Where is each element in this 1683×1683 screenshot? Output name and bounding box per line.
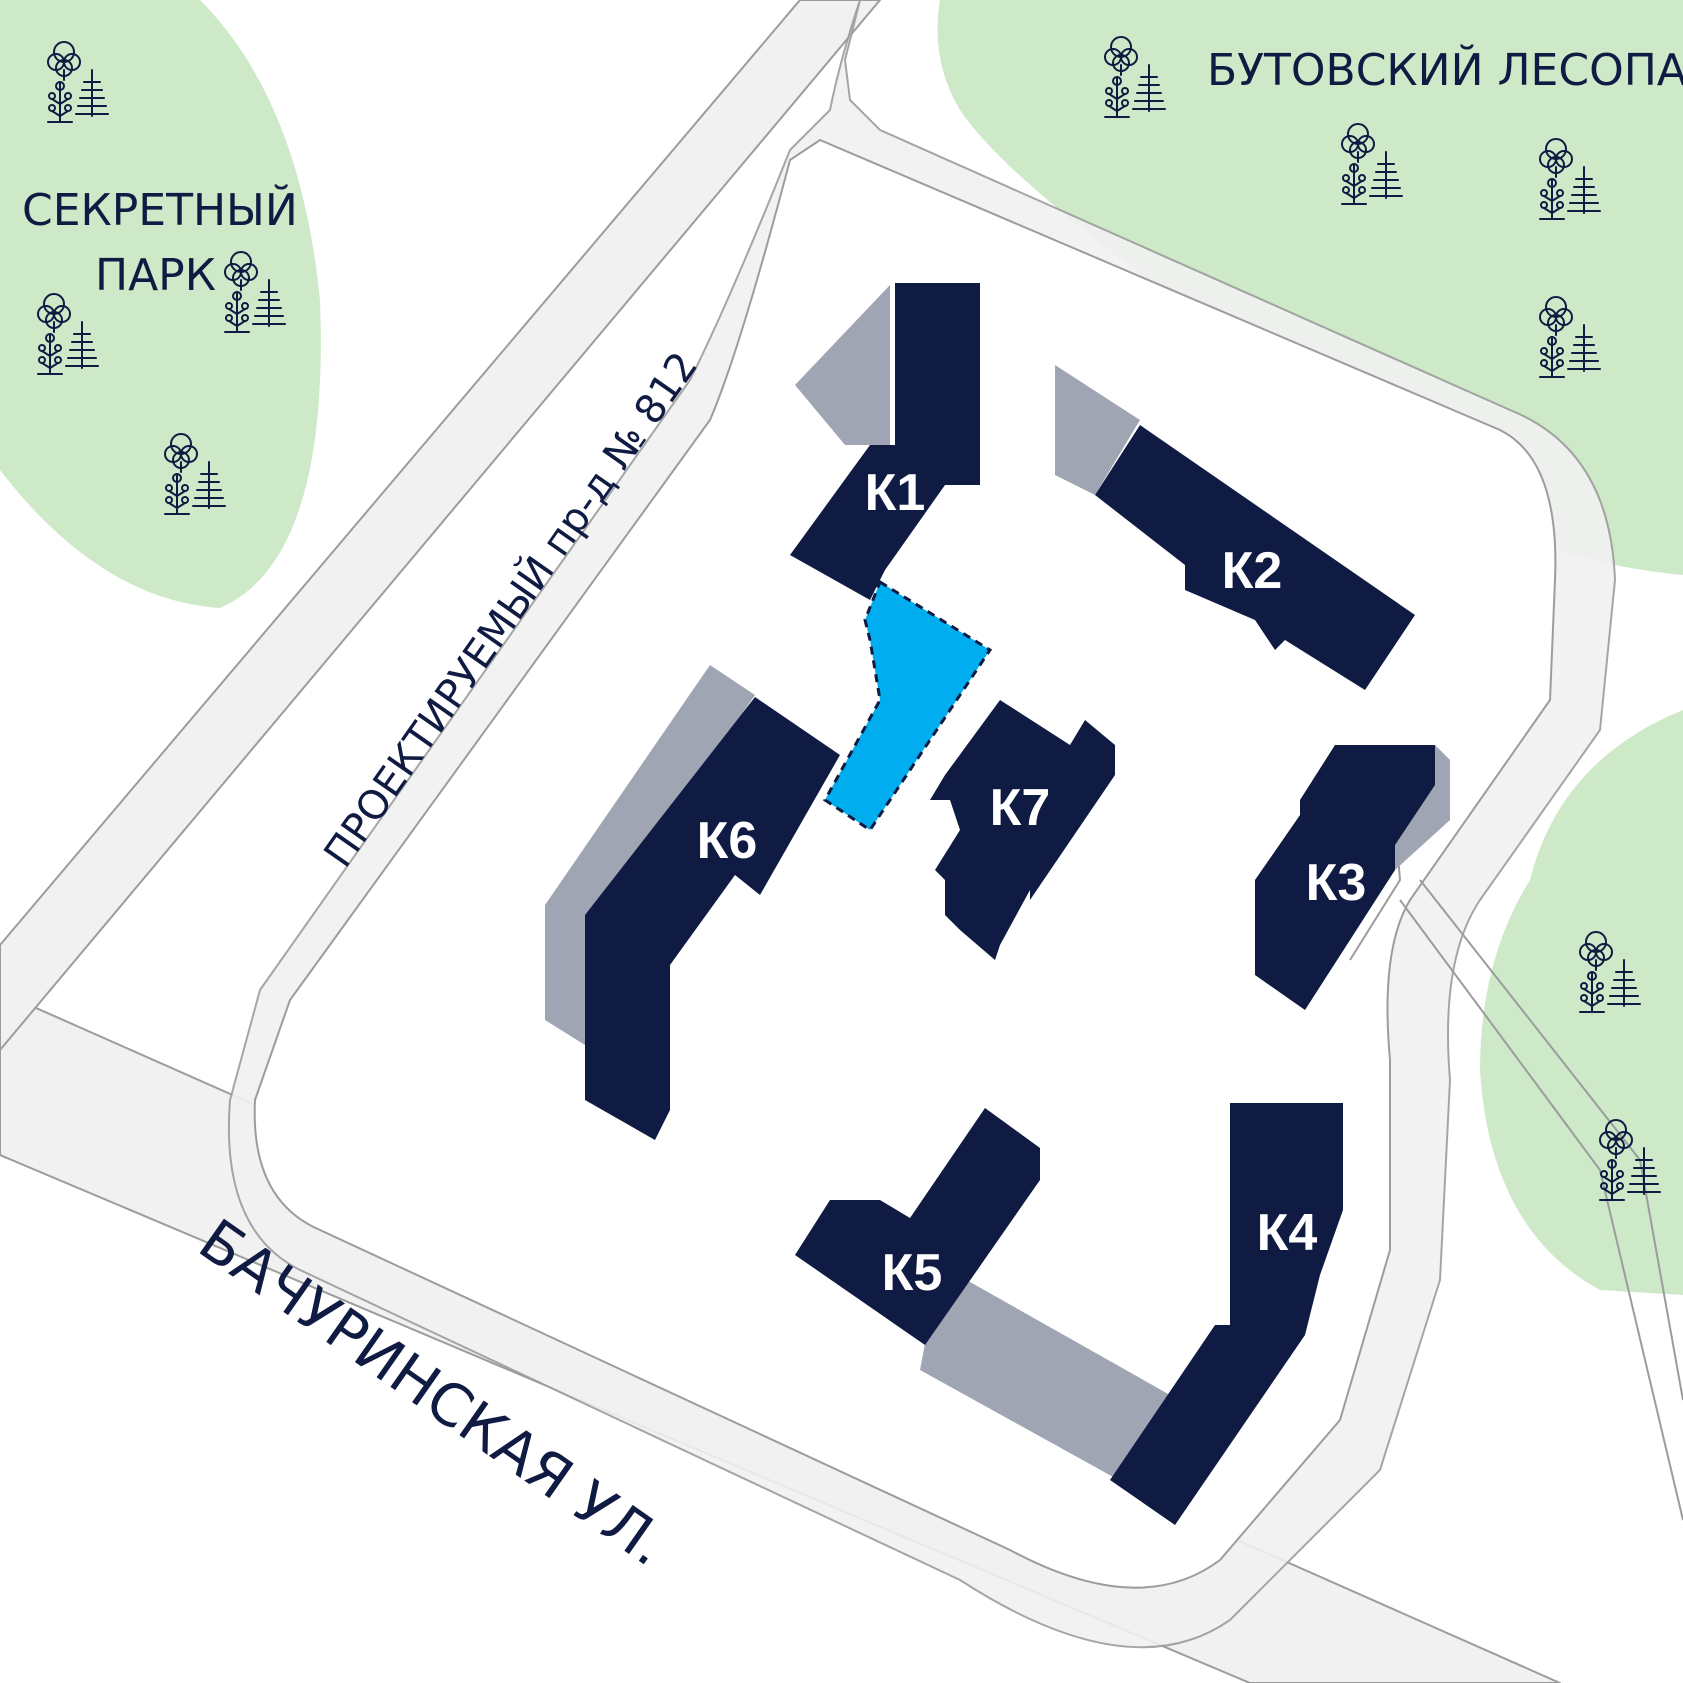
building-k2 — [1095, 425, 1415, 690]
k6-podium — [545, 665, 755, 1045]
building-k7 — [930, 700, 1115, 960]
building-label-k5: К5 — [882, 1244, 943, 1302]
proezd-812-road — [0, 0, 881, 1051]
building-k6 — [585, 697, 840, 1140]
building-k3 — [1255, 745, 1435, 1010]
secret-park-label-line2: ПАРК — [95, 250, 216, 301]
building-label-k1: К1 — [865, 464, 926, 522]
butovo-park-label: БУТОВСКИЙ ЛЕСОПАРК — [1207, 43, 1683, 96]
building-k5 — [795, 1108, 1040, 1345]
building-k4 — [1110, 1103, 1343, 1525]
k3-podium — [1395, 745, 1450, 870]
building-label-k4: К4 — [1257, 1204, 1318, 1262]
secret-park-area — [0, 0, 321, 608]
secret-park-label-line1: СЕКРЕТНЫЙ — [22, 183, 298, 236]
k5-podium — [920, 1265, 1170, 1478]
footpath — [1399, 899, 1683, 1521]
building-label-k3: К3 — [1306, 854, 1367, 912]
k1-podium — [795, 285, 890, 445]
selected-building-section[interactable] — [823, 579, 993, 833]
building-label-k2: К2 — [1222, 542, 1283, 600]
building-k1 — [790, 283, 980, 600]
building-label-k7: К7 — [990, 779, 1051, 837]
building-label-k6: К6 — [697, 812, 758, 870]
k2-podium — [1055, 365, 1140, 495]
